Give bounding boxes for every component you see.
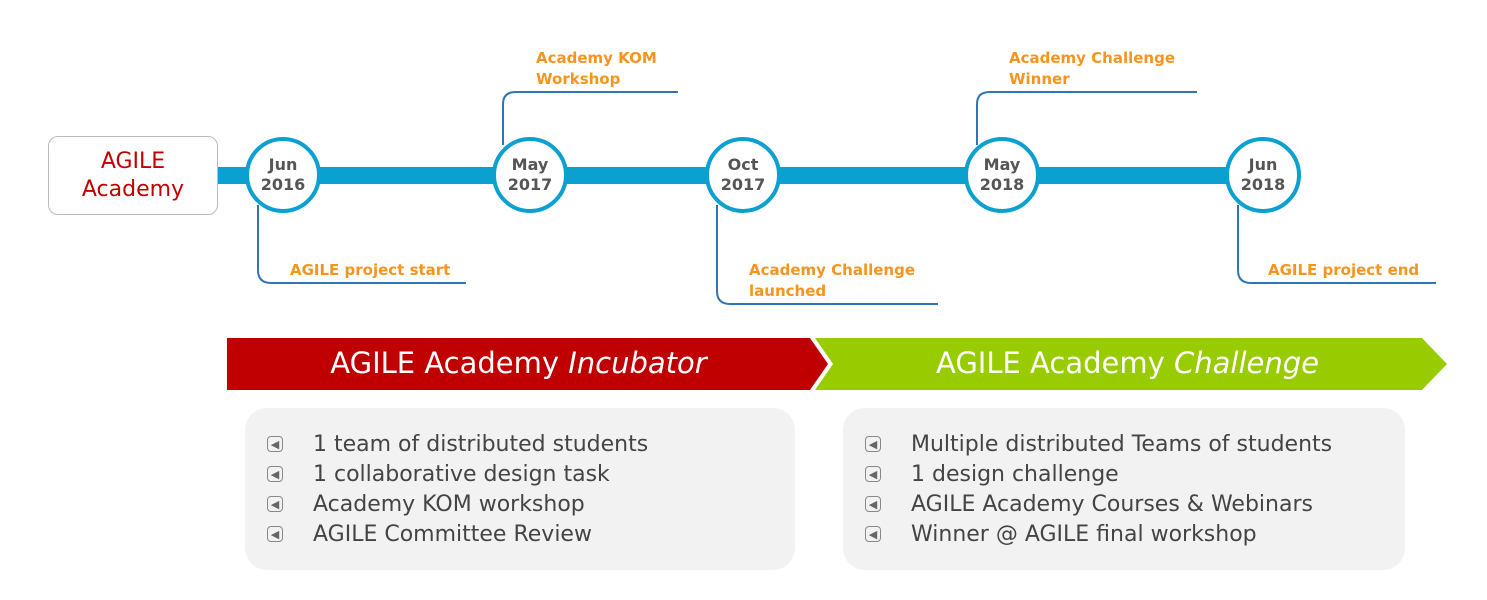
caption-challenge-launched: Academy Challenge launched [749, 260, 915, 302]
item-text: 1 design challenge [911, 461, 1119, 487]
caption-line: Academy KOM [536, 49, 657, 67]
start-label-line2: Academy [81, 176, 185, 202]
caption-project-start: AGILE project start [290, 260, 450, 281]
callout-lines [257, 91, 1436, 305]
challenge-arrow [815, 338, 1447, 390]
callout-line-5 [1237, 205, 1436, 284]
item-text: AGILE Committee Review [313, 521, 592, 547]
item-text: 1 collaborative design task [313, 461, 610, 487]
item-text: Multiple distributed Teams of students [911, 431, 1333, 457]
callout-line-1 [257, 205, 466, 284]
caption-kom-workshop: Academy KOM Workshop [536, 48, 657, 90]
item-text: 1 team of distributed students [313, 431, 649, 457]
incubator-phase-title: AGILE Academy Incubator [227, 346, 810, 380]
list-item: ◀ Multiple distributed Teams of students [843, 429, 1405, 459]
caption-line: AGILE project end [1268, 261, 1420, 279]
challenge-phase-title: AGILE Academy Challenge [833, 346, 1422, 380]
caption-line: Workshop [536, 70, 621, 88]
callout-line-3 [716, 205, 938, 305]
list-item: ◀ AGILE Committee Review [245, 519, 795, 549]
caption-line: Academy Challenge [1009, 49, 1176, 67]
caption-line: Winner [1009, 70, 1070, 88]
month: Oct [727, 155, 759, 174]
year: 2017 [507, 175, 553, 194]
incubator-arrow [227, 338, 828, 390]
year: 2018 [1240, 175, 1286, 194]
bullet-arrow-icon: ◀ [267, 436, 283, 452]
item-text: AGILE Academy Courses & Webinars [911, 491, 1313, 517]
callout-line-2 [502, 91, 678, 145]
item-text: Academy KOM workshop [313, 491, 585, 517]
phase-prefix: AGILE Academy [330, 346, 569, 380]
list-item: ◀ 1 team of distributed students [245, 429, 795, 459]
phase-name: Challenge [1173, 346, 1319, 380]
bullet-arrow-icon: ◀ [865, 496, 881, 512]
start-label: AGILE Academy [48, 136, 218, 215]
list-item: ◀ AGILE Academy Courses & Webinars [843, 489, 1405, 519]
incubator-panel: ◀ 1 team of distributed students ◀ 1 colla… [245, 408, 795, 570]
month: May [983, 155, 1021, 174]
phase-prefix: AGILE Academy [936, 346, 1174, 380]
bullet-arrow-icon: ◀ [267, 466, 283, 482]
caption-line: launched [749, 282, 827, 300]
start-label-line1: AGILE [100, 148, 166, 174]
month: May [511, 155, 549, 174]
month: Jun [268, 155, 298, 174]
bullet-arrow-icon: ◀ [865, 466, 881, 482]
callout-line-4 [976, 91, 1197, 145]
year: 2016 [260, 175, 306, 194]
phase-name: Incubator [568, 346, 707, 380]
bullet-arrow-icon: ◀ [865, 436, 881, 452]
challenge-panel: ◀Multiple distributed Teams of students … [843, 408, 1405, 570]
caption-line: Academy Challenge [749, 261, 916, 279]
bullet-arrow-icon: ◀ [865, 526, 881, 542]
caption-line: AGILE project start [290, 261, 451, 279]
bullet-arrow-icon: ◀ [267, 496, 283, 512]
list-item: ◀ 1 design challenge [843, 459, 1405, 489]
year: 2018 [979, 175, 1025, 194]
item-text: Winner @ AGILE final workshop [911, 521, 1257, 547]
bullet-arrow-icon: ◀ [267, 526, 283, 542]
caption-project-end: AGILE project end [1268, 260, 1419, 281]
list-item: ◀ Winner @ AGILE final workshop [843, 519, 1405, 549]
list-item: ◀ Academy KOM workshop [245, 489, 795, 519]
month: Jun [1248, 155, 1278, 174]
year: 2017 [720, 175, 766, 194]
list-item: ◀ 1 collaborative design task [245, 459, 795, 489]
